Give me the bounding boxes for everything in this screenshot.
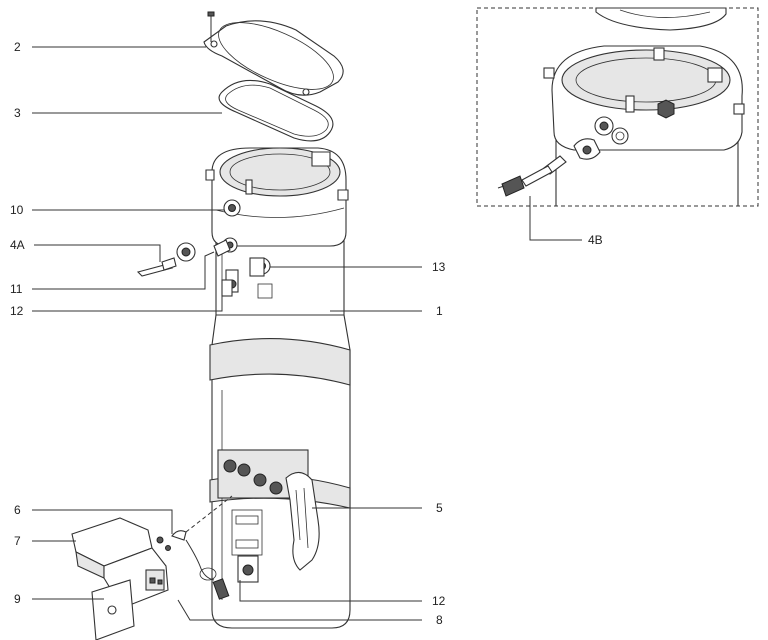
leader-lines (32, 46, 582, 621)
tank-body (205, 147, 351, 629)
heating-element (285, 471, 320, 571)
callout-2: 2 (14, 40, 21, 54)
callout-4b: 4B (588, 233, 603, 247)
detail-view (476, 7, 759, 207)
callout-5: 5 (436, 501, 443, 515)
callout-10: 10 (10, 203, 24, 217)
callout-12-bottom: 12 (432, 594, 446, 608)
callout-12-top: 12 (10, 304, 24, 318)
callout-9: 9 (14, 592, 21, 606)
gasket (218, 79, 334, 142)
callout-6: 6 (14, 503, 21, 517)
callout-3: 3 (14, 106, 21, 120)
sensor-cable (156, 495, 233, 600)
fitting-12-upper (221, 279, 233, 297)
fitting-4a (136, 239, 231, 277)
lid (203, 11, 344, 96)
callout-13: 13 (432, 260, 446, 274)
callout-4a: 4A (10, 238, 25, 252)
callout-11: 11 (10, 282, 23, 296)
callout-7: 7 (14, 534, 21, 548)
control-box (71, 517, 169, 640)
callout-8: 8 (436, 613, 443, 627)
callout-1: 1 (436, 304, 443, 318)
